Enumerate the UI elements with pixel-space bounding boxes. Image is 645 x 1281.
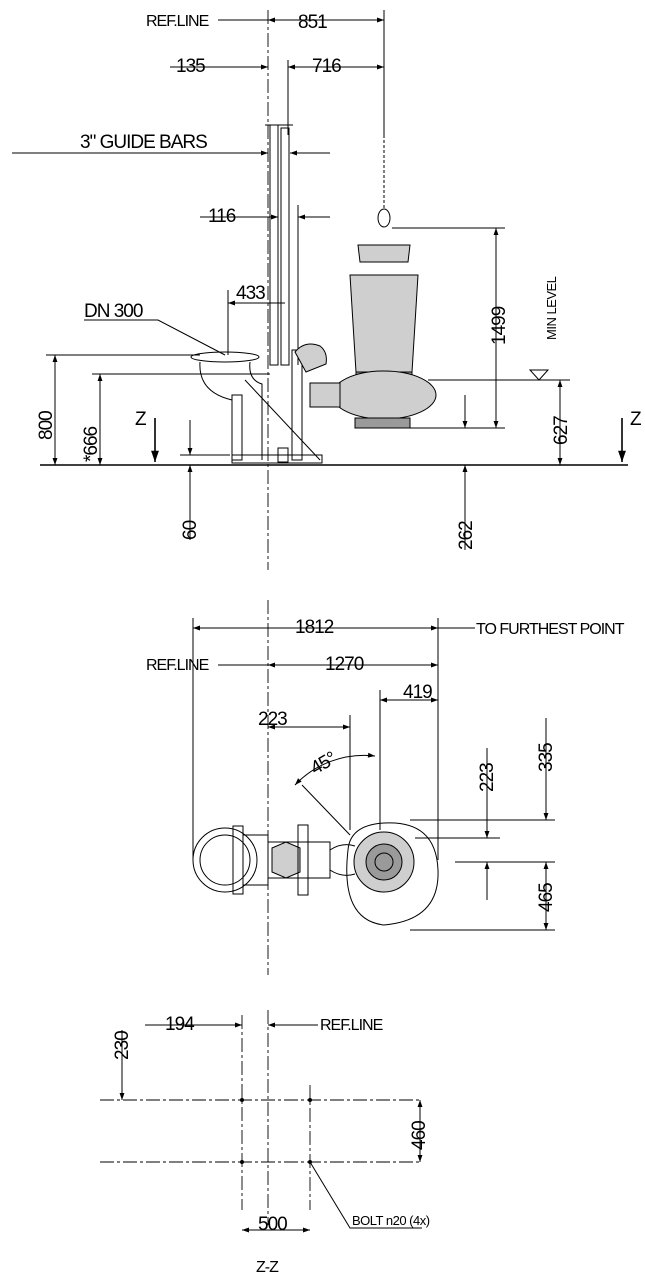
dn-leader [84, 319, 226, 356]
bolt-leader [309, 1161, 422, 1229]
discharge-flange [190, 351, 260, 363]
guide-bar [280, 127, 290, 366]
pump-motor [349, 274, 419, 373]
pump-volute [331, 370, 437, 420]
ref-line-label: REF.LINE [146, 657, 209, 674]
ref-line-label: REF.LINE [146, 13, 209, 30]
base-plate [231, 394, 243, 461]
angle-leg [301, 784, 351, 836]
section-z-right: Z [630, 409, 642, 430]
dn-label: DN 300 [84, 301, 143, 322]
coupling-guide [297, 824, 309, 896]
dim-135: 135 [176, 56, 205, 77]
dim-230: 230 [112, 1031, 133, 1060]
pump-top [357, 244, 411, 263]
bolt-label: BOLT n20 (4x) [352, 1213, 430, 1228]
pump-shaft [374, 852, 394, 872]
dim-460: 460 [409, 1121, 430, 1150]
bolt [277, 447, 289, 463]
volute-outline [346, 822, 439, 926]
dim-716: 716 [312, 56, 341, 77]
section-title: Z-Z [256, 1259, 279, 1276]
discharge-bend [199, 361, 263, 460]
guide-bar [269, 124, 279, 366]
pipe-bore [199, 834, 251, 886]
connector [242, 834, 269, 886]
bolt-hole [308, 1098, 312, 1102]
to-furthest-label: TO FURTHEST POINT [476, 621, 625, 638]
side-view: REF.LINE 851 135 716 3" GUIDE BARS 116 4… [12, 10, 643, 570]
dim-335: 335 [536, 743, 557, 772]
dim-433: 433 [236, 283, 265, 304]
plan-view: 1812 TO FURTHEST POINT REF.LINE 1270 419… [146, 600, 626, 975]
min-level-label: MIN LEVEL [544, 276, 559, 340]
dim-116: 116 [208, 206, 236, 227]
dim-851: 851 [298, 12, 327, 33]
dim-1499: 1499 [489, 306, 510, 345]
dim-223v: 223 [477, 763, 498, 792]
section-view: 194 REF.LINE 230 460 500 BOLT n20 (4x) Z… [100, 1010, 430, 1276]
flange-side [232, 825, 244, 895]
dim-223h: 223 [258, 709, 287, 730]
dim-500: 500 [258, 1214, 287, 1235]
bolt-hole [240, 1098, 244, 1102]
pump-outlet [309, 382, 341, 408]
pump-feet [354, 417, 411, 429]
pump-hub [365, 843, 403, 881]
coupling-arm [329, 844, 356, 876]
dim-666: *666 [81, 426, 102, 462]
dim-419: 419 [403, 682, 432, 703]
dim-1812: 1812 [295, 617, 334, 638]
guide-bars-label: 3" GUIDE BARS [80, 132, 207, 153]
lifting-shackle [377, 208, 391, 228]
dim-1270: 1270 [325, 654, 364, 675]
support-strut [244, 379, 321, 461]
dim-627: 627 [551, 416, 572, 445]
bolt-hole [240, 1160, 244, 1164]
dim-60: 60 [180, 520, 201, 540]
coupling-claw [294, 343, 327, 373]
coupling-claw [271, 841, 301, 879]
coupling-plan [267, 841, 331, 879]
water-level-symbol [528, 369, 550, 381]
dim-262: 262 [456, 521, 477, 550]
pipe-flange [192, 827, 258, 893]
angle-45: 45° [307, 748, 340, 779]
base-plate [231, 454, 323, 464]
dim-194: 194 [165, 1014, 195, 1035]
section-z-left: Z [135, 409, 147, 430]
dim-800: 800 [36, 411, 57, 440]
dim-465: 465 [536, 883, 557, 912]
angle-arc [294, 752, 376, 786]
pump-coupling [291, 349, 303, 461]
ref-line-label: REF.LINE [320, 1017, 383, 1034]
